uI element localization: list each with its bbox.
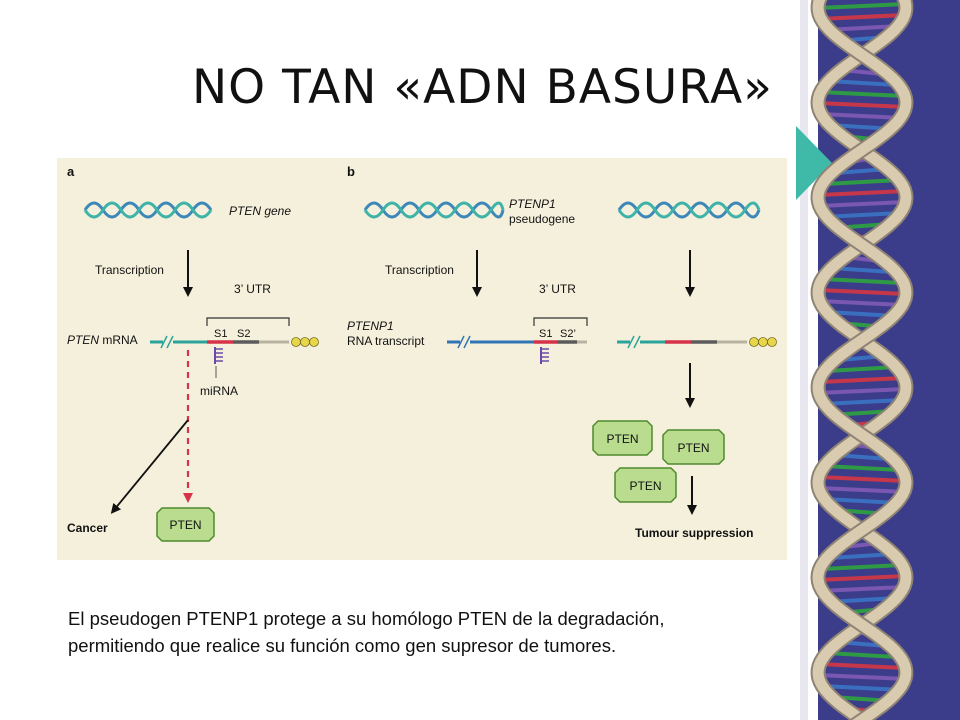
site-s2-b: S2’ bbox=[560, 328, 576, 340]
utr-bracket-b bbox=[533, 317, 588, 326]
site-s1-a: S1 bbox=[214, 328, 227, 340]
pten-mrna-protected-strand bbox=[617, 335, 777, 349]
site-s1-b: S1 bbox=[539, 328, 552, 340]
site-s2-a: S2 bbox=[237, 328, 250, 340]
transcription-label-b: Transcription bbox=[385, 263, 454, 277]
pten-protein-a: PTEN bbox=[156, 507, 215, 542]
dna-strand bbox=[812, 0, 912, 720]
dna-rung bbox=[819, 662, 905, 670]
dna-rung bbox=[819, 299, 905, 307]
caption-line-2: permitiendo que realice su función como … bbox=[68, 635, 617, 656]
pten-gene-label: PTEN gene bbox=[229, 204, 291, 218]
dna-rung bbox=[818, 200, 906, 208]
dna-rung bbox=[820, 90, 904, 98]
dna-helix-decoration bbox=[810, 0, 914, 720]
mirna-icon bbox=[214, 347, 223, 378]
dna-rung bbox=[818, 288, 906, 296]
dna-rung bbox=[821, 112, 903, 120]
dna-rung bbox=[818, 486, 906, 494]
dna-rung bbox=[826, 651, 898, 659]
dna-rung bbox=[817, 101, 907, 109]
dna-rung bbox=[825, 178, 899, 186]
caption-line-1: El pseudogen PTENP1 protege a su homólog… bbox=[68, 608, 665, 629]
dna-helix-icon bbox=[83, 201, 213, 219]
utr-label-b: 3’ UTR bbox=[539, 282, 576, 296]
transcription-label-a: Transcription bbox=[95, 263, 164, 277]
ptenp1-transcript-label-line2: RNA transcript bbox=[347, 334, 425, 348]
pten-protein-label-a: PTEN bbox=[169, 518, 201, 532]
dna-helix-icon bbox=[363, 201, 505, 219]
dna-decoration-svg bbox=[796, 0, 960, 720]
mirna-icon bbox=[540, 347, 549, 364]
dna-side-decoration bbox=[790, 0, 960, 720]
dna-rung bbox=[821, 398, 903, 406]
figure-svg: a PTEN gene Transcription 3’ UTR S1 S2 P… bbox=[67, 164, 777, 542]
cancer-label: Cancer bbox=[67, 521, 108, 535]
dna-helix-icon bbox=[617, 201, 761, 219]
utr-label-a: 3’ UTR bbox=[234, 282, 271, 296]
dna-rung bbox=[820, 376, 904, 384]
ptenp1-gene-label-line1: PTENP1 bbox=[509, 197, 556, 211]
pten-protein-label-b3: PTEN bbox=[629, 479, 661, 493]
dna-strand bbox=[812, 0, 912, 720]
figure-caption: El pseudogen PTENP1 protege a su homólog… bbox=[68, 605, 798, 659]
ptenp1-transcript-label-line1: PTENP1 bbox=[347, 319, 394, 333]
dna-rung bbox=[822, 277, 902, 285]
pten-mrna-strand bbox=[150, 335, 319, 349]
pten-mrna-label: PTEN mRNA bbox=[67, 333, 138, 347]
dna-rung bbox=[818, 2, 906, 10]
pten-protein-label-b2: PTEN bbox=[677, 441, 709, 455]
pten-pseudogene-figure: a PTEN gene Transcription 3’ UTR S1 S2 P… bbox=[57, 158, 787, 560]
utr-bracket-a bbox=[206, 317, 290, 326]
dna-rung bbox=[818, 574, 906, 582]
dna-rung bbox=[818, 673, 906, 681]
dna-rung bbox=[818, 387, 906, 395]
pten-protein-label-b1: PTEN bbox=[606, 432, 638, 446]
pten-protein-b3: PTEN bbox=[614, 467, 677, 503]
panel-a-letter: a bbox=[67, 164, 75, 179]
slide-title: NO TAN «ADN BASURA» bbox=[192, 60, 773, 115]
dna-rung bbox=[821, 563, 903, 571]
ptenp1-transcript-strand bbox=[447, 335, 587, 349]
dna-rung bbox=[828, 79, 896, 87]
dna-rung bbox=[827, 365, 897, 373]
pten-protein-b1: PTEN bbox=[592, 420, 653, 456]
mirna-label: miRNA bbox=[200, 384, 238, 398]
dna-rung bbox=[818, 475, 906, 483]
tumour-suppression-label: Tumour suppression bbox=[635, 526, 753, 540]
pten-protein-b2: PTEN bbox=[662, 429, 725, 465]
accent-triangle bbox=[796, 126, 832, 200]
dna-rung bbox=[819, 13, 905, 21]
ptenp1-gene-label-line2: pseudogene bbox=[509, 212, 575, 226]
dna-rung bbox=[820, 585, 904, 593]
cancer-arrow bbox=[110, 419, 189, 514]
side-background-strip bbox=[800, 0, 808, 720]
panel-b-letter: b bbox=[347, 164, 355, 179]
dna-rung bbox=[818, 189, 906, 197]
dna-rung bbox=[824, 464, 900, 472]
dna-rung bbox=[822, 684, 902, 692]
